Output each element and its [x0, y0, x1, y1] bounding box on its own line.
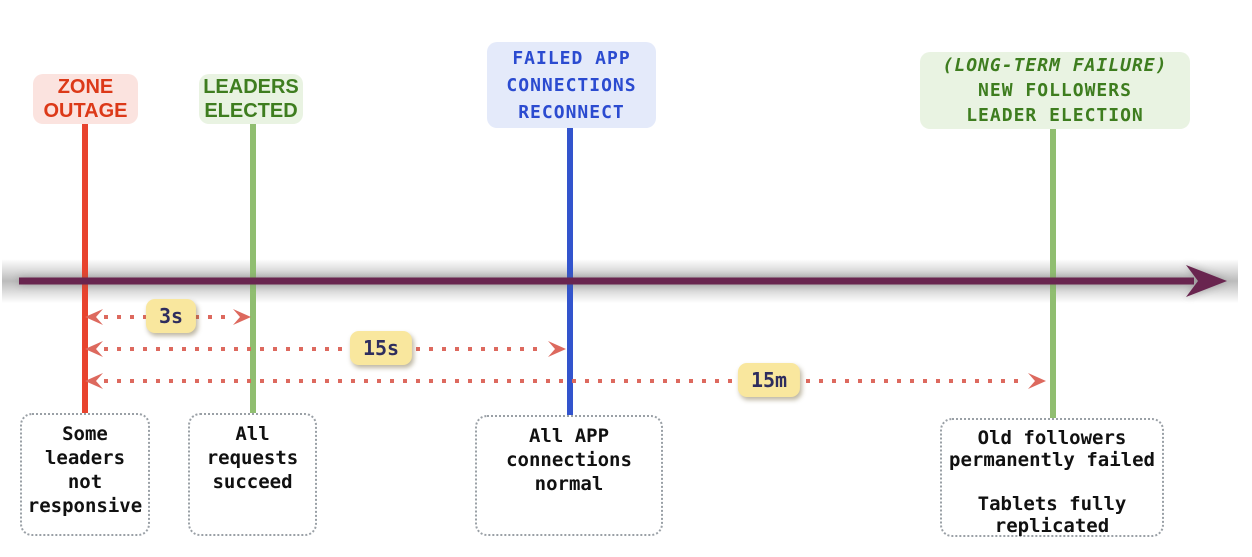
duration-arrow-15m [85, 373, 1046, 389]
duration-badge-3s: 3s [145, 299, 197, 333]
event-label-line: OUTAGE [43, 100, 128, 122]
arrowhead-left-icon [85, 309, 103, 325]
event-label-line: FAILED APP [512, 47, 631, 69]
note-line [942, 471, 1162, 493]
note-line: Some [62, 423, 108, 445]
timeline-axis-arrow [19, 265, 1227, 297]
arrowhead-right-icon [233, 309, 251, 325]
arrowhead-left-icon [85, 373, 103, 389]
event-marker-line-new-followers-election [1050, 127, 1056, 418]
note-line: succeed [212, 471, 293, 493]
event-label-failed-app-connections-reconnect: FAILED APP CONNECTIONS RECONNECT [487, 42, 656, 128]
duration-arrow-3s [85, 309, 251, 325]
timeline-arrowhead-icon [1186, 265, 1227, 297]
note-line: permanently failed [949, 449, 1155, 471]
event-label-line: (LONG-TERM FAILURE) [942, 55, 1168, 76]
note-box-all-requests-succeed: All requests succeed [188, 413, 317, 536]
event-label-long-term-failure-election: (LONG-TERM FAILURE) NEW FOLLOWERS LEADER… [920, 52, 1190, 129]
note-line: Tablets fully [977, 493, 1127, 515]
note-box-some-leaders-not-responsive: Some leaders not responsive [20, 413, 150, 536]
note-line: All [235, 423, 270, 445]
duration-arrow-15s [85, 341, 566, 357]
note-line: not [67, 471, 103, 493]
note-box-all-app-connections-normal: All APP connections normal [475, 415, 663, 536]
note-line: replicated [994, 515, 1110, 537]
note-line: requests [206, 447, 299, 469]
event-label-line: RECONNECT [518, 101, 625, 123]
note-line: Old followers [977, 427, 1127, 449]
note-line: leaders [44, 447, 126, 469]
arrowhead-right-icon [548, 341, 566, 357]
arrowhead-right-icon [1028, 373, 1046, 389]
arrowhead-left-icon [85, 341, 103, 357]
event-marker-line-zone-outage [82, 122, 88, 413]
event-label-line: LEADERS [203, 76, 299, 98]
duration-badge-15s: 15s [349, 331, 413, 365]
event-label-line: ELECTED [204, 100, 298, 122]
event-marker-line-failed-app-connections [567, 126, 573, 415]
duration-badge-15m: 15m [737, 363, 801, 397]
note-line: normal [534, 473, 604, 495]
event-marker-line-leaders-elected [250, 122, 256, 413]
event-label-line: ZONE [57, 76, 114, 98]
event-label-line: LEADER ELECTION [966, 105, 1144, 126]
note-line: connections [506, 449, 632, 471]
event-label-zone-outage: ZONE OUTAGE [33, 74, 138, 124]
event-label-line: NEW FOLLOWERS [978, 80, 1132, 101]
event-label-leaders-elected: LEADERS ELECTED [199, 74, 303, 124]
note-line: All APP [528, 425, 610, 447]
note-line: responsive [27, 495, 143, 517]
event-label-line: CONNECTIONS [506, 74, 637, 96]
note-box-old-followers-failed-tablets-replicated: Old followers permanently failed Tablets… [940, 418, 1164, 537]
